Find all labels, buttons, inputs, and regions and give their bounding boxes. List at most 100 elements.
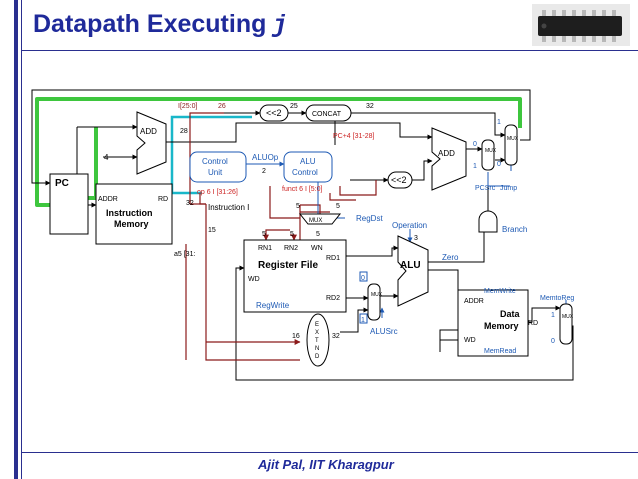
regfile-wn: WN bbox=[311, 245, 323, 252]
pc-register bbox=[49, 173, 89, 235]
label-instr-bits: a5 [31: bbox=[174, 251, 195, 258]
control-unit-label2: Unit bbox=[208, 168, 223, 177]
memtoreg-in1-label: 1 bbox=[551, 312, 555, 319]
label-32-instr: 32 bbox=[186, 200, 194, 207]
label-16: 16 bbox=[292, 333, 300, 340]
regfile-rd2: RD2 bbox=[326, 295, 340, 302]
regdst-mux bbox=[298, 213, 342, 225]
control-unit-label1: Control bbox=[202, 157, 228, 166]
left-accent-line bbox=[21, 0, 22, 479]
operation-width: 3 bbox=[414, 235, 418, 242]
label-5-d: 5 bbox=[290, 231, 294, 238]
pcsrc-mux bbox=[481, 139, 495, 171]
alusrc-in1-label: 1 bbox=[361, 317, 365, 324]
alu-control-label2: Control bbox=[292, 168, 318, 177]
instr-mem-title2: Memory bbox=[114, 219, 149, 229]
alu-control bbox=[283, 151, 333, 183]
label-5-a: 5 bbox=[296, 203, 300, 210]
aluop-width: 2 bbox=[262, 168, 266, 175]
extend-n: N bbox=[315, 346, 319, 352]
concat-unit bbox=[305, 104, 352, 122]
shift-left-mid bbox=[387, 171, 413, 189]
alusrc-mux-in1 bbox=[359, 313, 368, 324]
label-32-top: 32 bbox=[366, 103, 374, 110]
chip-image bbox=[532, 4, 630, 46]
alu-control-label1: ALU bbox=[300, 157, 316, 166]
data-mem-title2: Memory bbox=[484, 321, 519, 331]
label-15: 15 bbox=[208, 227, 216, 234]
funct-field-label: funct 6 I [5:0] bbox=[282, 186, 323, 193]
pcsrc-in0-label: 0 bbox=[473, 141, 477, 148]
label-26: 26 bbox=[218, 103, 226, 110]
constant-four: 4 bbox=[104, 153, 109, 162]
alusrc-mux bbox=[367, 283, 381, 321]
branch-adder-label: ADD bbox=[438, 149, 455, 158]
regwrite-label: RegWrite bbox=[256, 301, 290, 310]
zero-label: Zero bbox=[442, 253, 459, 262]
data-mem-rd: RD bbox=[528, 320, 538, 327]
regfile-rn1: RN1 bbox=[258, 245, 272, 252]
label-25-top: 25 bbox=[290, 103, 298, 110]
alusrc-mux-in0 bbox=[359, 271, 368, 282]
label-5-c: 5 bbox=[262, 231, 266, 238]
footer-divider bbox=[22, 452, 638, 453]
regdst-label: RegDst bbox=[356, 214, 383, 223]
branch-adder bbox=[431, 127, 467, 191]
opcode-field-label: op 6 I [31:26] bbox=[197, 189, 238, 196]
memtoreg-in0-label: 0 bbox=[551, 338, 555, 345]
shift-left-top bbox=[259, 104, 289, 122]
instr-mem-rd: RD bbox=[158, 196, 168, 203]
jump-label: Jump bbox=[500, 185, 517, 192]
adder-top bbox=[136, 111, 167, 175]
data-mem-wd: WD bbox=[464, 337, 476, 344]
branch-and-gate bbox=[478, 210, 498, 233]
jump-in1-label: 1 bbox=[497, 119, 501, 126]
pcsrc-label: PCSrc bbox=[475, 185, 496, 192]
instruction-label: Instruction I bbox=[208, 203, 249, 212]
label-pc4-bits: PC+4 [31-28] bbox=[333, 133, 374, 140]
extend-d: D bbox=[315, 354, 320, 360]
memtoreg-mux-label: MUX bbox=[562, 314, 574, 320]
regfile-title: Register File bbox=[258, 260, 318, 271]
concat-label: CONCAT bbox=[312, 111, 342, 118]
extend-x: X bbox=[315, 330, 319, 336]
label-5-b: 5 bbox=[336, 203, 340, 210]
extend-e: E bbox=[315, 322, 319, 328]
sign-extend bbox=[306, 313, 330, 367]
shift-left-mid-label: <<2 bbox=[391, 175, 407, 185]
control-unit bbox=[189, 151, 247, 183]
jump-mux bbox=[504, 124, 518, 166]
instruction-wires bbox=[185, 112, 377, 361]
label-target-bits: I[25:0] bbox=[178, 103, 198, 110]
extend-t: T bbox=[315, 338, 319, 344]
branch-label: Branch bbox=[502, 225, 527, 234]
main-alu bbox=[397, 235, 429, 307]
register-file bbox=[243, 239, 347, 313]
memtoreg-mux bbox=[559, 303, 573, 345]
pcsrc-mux-label: MUX bbox=[485, 148, 497, 154]
alu-label: ALU bbox=[400, 260, 421, 271]
left-accent-bar bbox=[14, 0, 18, 479]
memtoreg-label: MemtoReg bbox=[540, 295, 574, 302]
memwrite-label: MemWrite bbox=[484, 288, 516, 295]
pc-label: PC bbox=[55, 178, 69, 189]
operation-label: Operation bbox=[392, 221, 427, 230]
label-32-ext: 32 bbox=[332, 333, 340, 340]
regdst-mux-label: MUX bbox=[309, 218, 322, 224]
title-register: j bbox=[272, 11, 288, 40]
instr-mem-addr: ADDR bbox=[98, 196, 118, 203]
instruction-memory bbox=[95, 183, 173, 245]
alusrc-label: ALUSrc bbox=[370, 327, 398, 336]
regfile-rn2: RN2 bbox=[284, 245, 298, 252]
adder-top-label: ADD bbox=[140, 127, 157, 136]
jump-mux-label: MUX bbox=[507, 136, 519, 142]
alusrc-mux-label: MUX bbox=[371, 292, 383, 298]
memread-label: MemRead bbox=[484, 348, 516, 355]
title-text: Datapath Executing bbox=[33, 10, 267, 38]
regfile-wd: WD bbox=[248, 276, 260, 283]
label-28: 28 bbox=[180, 128, 188, 135]
data-mem-addr: ADDR bbox=[464, 298, 484, 305]
shift-left-top-label: <<2 bbox=[266, 108, 282, 118]
slide-footer: Ajit Pal, IIT Kharagpur bbox=[258, 457, 394, 472]
